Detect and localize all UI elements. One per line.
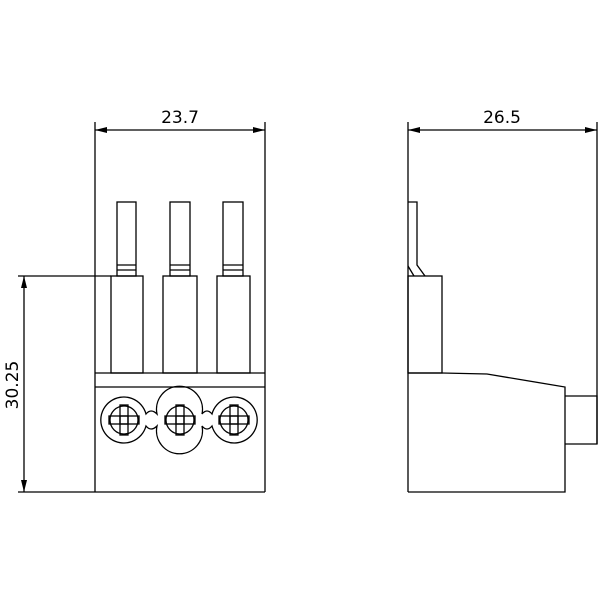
screw-1 — [108, 404, 140, 436]
pin-3 — [216, 201, 251, 374]
screw-2 — [164, 404, 196, 436]
pin-1 — [110, 201, 144, 374]
side-pin — [407, 201, 426, 277]
side-body — [408, 372, 566, 493]
pin-2 — [162, 201, 198, 374]
depth-dimension-label: 26.5 — [483, 108, 521, 128]
screw-3 — [218, 404, 250, 436]
width-dimension-label: 23.7 — [161, 108, 199, 128]
front-view: 23.7 30.25 — [3, 108, 266, 493]
side-pin-housing — [407, 275, 443, 374]
side-tab — [565, 395, 598, 445]
screw-terminal-outline — [100, 385, 258, 455]
height-dimension-label: 30.25 — [3, 361, 23, 410]
side-view: 26.5 — [407, 108, 598, 493]
